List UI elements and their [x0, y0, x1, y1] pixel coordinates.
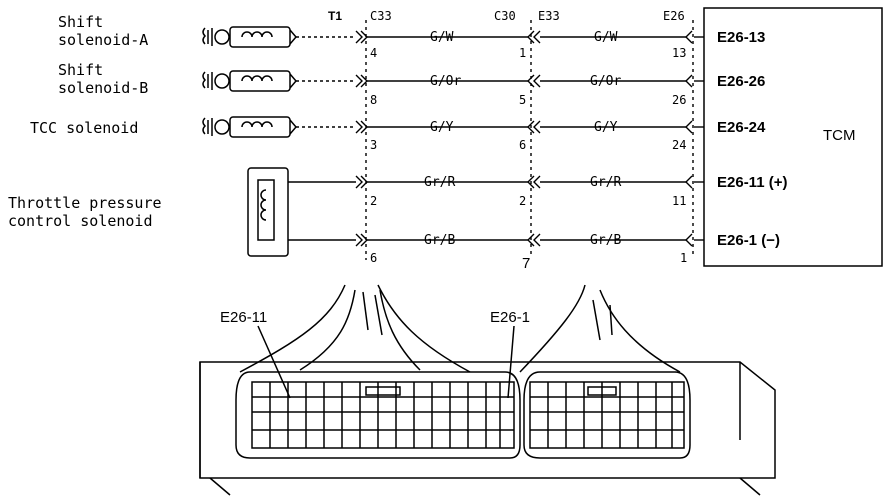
pin-c30-4: 2: [519, 194, 526, 208]
connector-illustration: [199, 284, 776, 496]
pin-c33-2: 8: [370, 93, 377, 107]
pin-c33-1: 4: [370, 46, 377, 60]
pin-e26-2: 26: [672, 93, 686, 107]
bottom-label-e26-1: E26-1: [490, 309, 530, 326]
shift-solenoid-a-label-line1: Shift: [58, 13, 103, 31]
pin-e26-4: 11: [672, 194, 686, 208]
connector-c30-label: C30: [494, 9, 516, 23]
pin-c33-3: 3: [370, 138, 377, 152]
connector-e33-label: E33: [538, 9, 560, 23]
tcm-label: TCM: [823, 127, 856, 144]
shift-solenoid-b-label-line2: solenoid-B: [58, 79, 148, 97]
solenoid-a-symbol: [202, 26, 297, 48]
bottom-label-e26-11: E26-11: [220, 309, 267, 326]
wire-label-left-3: G/Y: [430, 120, 454, 135]
pin-e26-3: 24: [672, 138, 686, 152]
connector-c33-label: C33: [370, 9, 392, 23]
wire-label-left-2: G/Or: [430, 74, 461, 89]
pin-e26-1: 13: [672, 46, 686, 60]
wire-label-left-5: Gr/B: [424, 233, 455, 248]
wire-label-left-1: G/W: [430, 30, 454, 45]
pin-c30-2: 5: [519, 93, 526, 107]
tcc-solenoid-symbol: [202, 116, 297, 138]
connector-e26-label: E26: [663, 9, 685, 23]
wire-label-left-4: Gr/R: [424, 175, 455, 190]
pin-c30-3: 6: [519, 138, 526, 152]
pin-e26-5: 1: [680, 251, 687, 265]
wire-label-right-1: G/W: [594, 30, 618, 45]
solenoid-b-symbol: [202, 70, 297, 92]
wire-label-right-3: G/Y: [594, 120, 618, 135]
wire-label-right-4: Gr/R: [590, 175, 621, 190]
connector-chevrons: [355, 20, 694, 260]
throttle-solenoid-label-line2: control solenoid: [8, 212, 153, 230]
terminal-e26-11: E26-11 (+): [717, 174, 787, 191]
pin-c30-5: 7: [522, 255, 530, 272]
terminal-e26-1: E26-1 (−): [717, 232, 780, 249]
shift-solenoid-b-label-line1: Shift: [58, 61, 103, 79]
terminal-e26-13: E26-13: [717, 29, 765, 46]
shift-solenoid-a-label-line2: solenoid-A: [58, 31, 148, 49]
wire-label-right-5: Gr/B: [590, 233, 621, 248]
connector-t1-label: T1: [328, 9, 342, 23]
throttle-solenoid-label-line1: Throttle pressure: [8, 194, 162, 212]
pin-c33-4: 2: [370, 194, 377, 208]
terminal-e26-26: E26-26: [717, 73, 765, 90]
terminal-e26-24: E26-24: [717, 119, 766, 136]
tcc-solenoid-label: TCC solenoid: [30, 119, 138, 137]
wire-label-right-2: G/Or: [590, 74, 621, 89]
pin-c30-1: 1: [519, 46, 526, 60]
tcm-box: [703, 7, 883, 267]
throttle-solenoid-symbol: [247, 167, 296, 257]
pin-c33-5: 6: [370, 251, 377, 265]
